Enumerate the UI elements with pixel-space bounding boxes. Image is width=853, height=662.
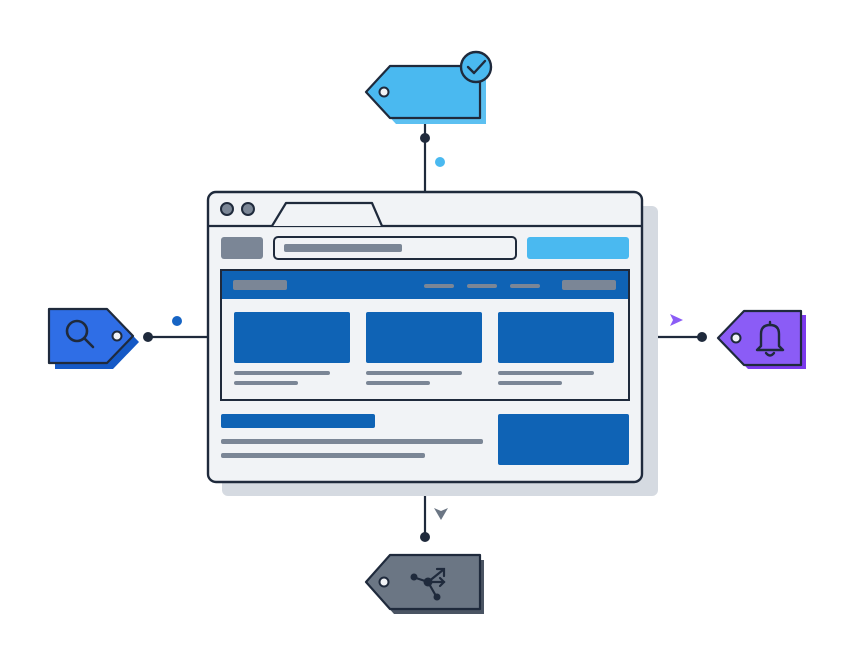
window-control-dot: [241, 202, 255, 216]
node-left: [143, 332, 153, 342]
section-heading-placeholder: [221, 414, 375, 428]
tag-body: [716, 309, 803, 367]
node-top: [420, 133, 430, 143]
tag-hole: [111, 330, 123, 342]
tag-left: [47, 307, 139, 369]
content-card: [366, 312, 482, 385]
tag-top: [364, 50, 493, 124]
browser-window: [206, 190, 658, 496]
tag-bottom: [364, 553, 484, 614]
browser-tab: [271, 201, 384, 227]
header-logo-placeholder: [233, 280, 287, 290]
window-control-dot: [220, 202, 234, 216]
address-bar-text-placeholder: [284, 244, 402, 252]
node-bottom: [420, 532, 430, 542]
toolbar-action-placeholder: [527, 237, 629, 259]
connector-nodes: [143, 133, 707, 542]
text-line-placeholder: [221, 453, 425, 458]
tag-body: [364, 553, 482, 611]
content-card: [234, 312, 350, 385]
accent-dot-light-blue: [435, 157, 445, 167]
accent-arrow-violet-icon: [670, 314, 683, 326]
tag-hole: [378, 86, 390, 98]
header-nav-placeholder: [510, 284, 540, 288]
node-right: [697, 332, 707, 342]
check-icon: [459, 50, 493, 84]
tag-hole: [730, 332, 742, 344]
accent-arrow-gray-icon: [434, 508, 448, 520]
bell-icon: [755, 320, 785, 357]
share-network-nodes: [410, 573, 441, 601]
accent-dot-blue: [172, 316, 182, 326]
header-nav-placeholder: [467, 284, 497, 288]
search-icon: [65, 319, 95, 349]
text-line-placeholder: [221, 439, 483, 444]
tag-hole: [378, 576, 390, 588]
header-button-placeholder: [562, 280, 616, 290]
nav-button-placeholder: [221, 237, 263, 259]
content-card: [498, 312, 614, 385]
header-nav-placeholder: [424, 284, 454, 288]
media-block-placeholder: [498, 414, 629, 465]
tag-right: [716, 309, 806, 369]
